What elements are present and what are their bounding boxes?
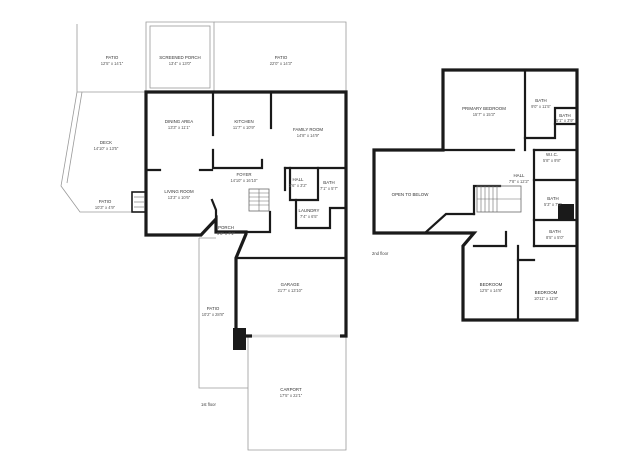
room-dims: 3'6" x 3'2" [289, 183, 307, 188]
room-dims: 22'0" x 14'3" [270, 61, 293, 66]
room-dims: 7'8" x 12'2" [509, 179, 530, 184]
room-name: CARPORT [280, 387, 302, 392]
room-name: BEDROOM [480, 282, 503, 287]
interior-wall [288, 166, 320, 202]
room-labels: PATIO 12'5" x 14'1" SCREENED PORCH 13'4"… [94, 55, 575, 407]
room-dims: 9'8" x 7'1" [217, 231, 235, 236]
room-name: PATIO [106, 55, 119, 60]
room-name: BATH [549, 229, 560, 234]
bath-block [558, 204, 574, 219]
room-name: BATH [535, 98, 546, 103]
interior-wall [244, 210, 272, 234]
room-name: OPEN TO BELOW [392, 192, 430, 197]
room-name: HALL [293, 177, 305, 182]
room-name: DINING AREA [165, 119, 193, 124]
room-dims: 12'5" x 14'1" [101, 61, 124, 66]
room-name: W.I.C. [546, 152, 558, 157]
room-dims: 17'5" x 22'1" [280, 393, 303, 398]
floor-label: 2nd floor [372, 251, 389, 256]
room-name: LIVING ROOM [164, 189, 194, 194]
second-floor-plan [372, 68, 579, 322]
room-name: FAMILY ROOM [293, 127, 323, 132]
deck-outline [60, 91, 131, 213]
room-dims: 8'5" x 5'0" [546, 235, 564, 240]
room-name: KITCHEN [234, 119, 253, 124]
room-name: SCREENED PORCH [159, 55, 200, 60]
floor-label: 1st floor [201, 402, 217, 407]
room-dims: 15'7" x 15'3" [473, 112, 496, 117]
screened-porch-outline [145, 21, 215, 92]
room-dims: 5'3" x 7'0" [544, 202, 562, 207]
room-dims: 7'1" x 5'7" [320, 186, 338, 191]
room-name: PATIO [275, 55, 288, 60]
room-dims: 9'0" x 11'5" [531, 104, 551, 109]
room-name: DECK [100, 140, 112, 145]
room-dims: 7'4" x 6'5" [300, 214, 318, 219]
screened-porch-inner [149, 25, 211, 89]
room-dims: 5'8" x 9'8" [543, 158, 561, 163]
room-dims: 14'10" x 16'10" [230, 178, 258, 183]
room-name: PATIO [207, 306, 220, 311]
room-name: PRIMARY BEDROOM [462, 106, 506, 111]
room-dims: 13'3" x 11'1" [168, 125, 191, 130]
room-name: HALL [514, 173, 526, 178]
room-name: PORCH [218, 225, 234, 230]
room-dims: 13'4" x 13'0" [169, 61, 192, 66]
side-patio-outline [198, 238, 248, 389]
room-dims: 14'8" x 14'9" [297, 133, 320, 138]
deck-outline [66, 91, 83, 184]
room-name: LAUNDRY [299, 208, 320, 213]
room-name: GARAGE [281, 282, 300, 287]
room-dims: 14'10" x 13'5" [94, 146, 119, 151]
garage-wall-block [233, 328, 246, 350]
room-name: BATH [547, 196, 558, 201]
room-name: BEDROOM [535, 290, 558, 295]
open-to-below-edge [423, 212, 476, 235]
room-dims: 10'3" x 4'9" [95, 205, 116, 210]
room-name: BATH [559, 113, 570, 118]
room-dims: 11'7" x 10'9" [233, 125, 256, 130]
room-dims: 12'5" x 14'8" [480, 288, 503, 293]
interior-wall [210, 198, 218, 221]
room-dims: 5'1" x 3'9" [556, 118, 574, 123]
interior-wall [211, 148, 264, 170]
room-dims: 10'11" x 11'8" [534, 296, 559, 301]
room-name: BATH [323, 180, 334, 185]
open-to-below-edge [472, 184, 502, 216]
first-floor-plan [60, 21, 348, 451]
room-dims: 10'2" x 28'8" [202, 312, 225, 317]
room-dims: 21'7" x 13'10" [278, 288, 303, 293]
room-dims: 13'3" x 10'6" [168, 195, 191, 200]
room-name: FOYER [236, 172, 251, 177]
carport-outline [247, 336, 347, 451]
interior-wall [294, 198, 348, 230]
room-name: PATIO [99, 199, 112, 204]
patio-outline [214, 21, 347, 92]
